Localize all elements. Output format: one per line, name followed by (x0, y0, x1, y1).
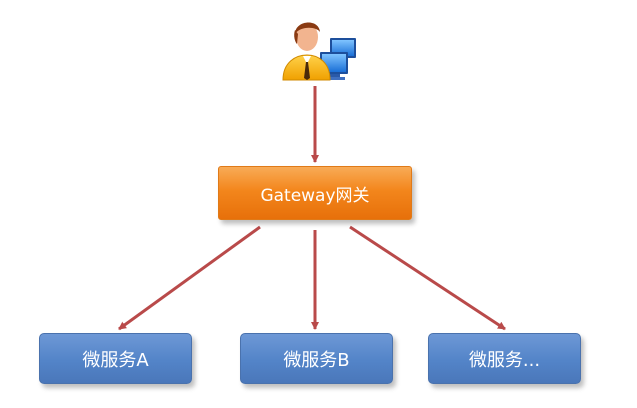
gateway-label: Gateway网关 (260, 185, 370, 206)
service-label-more: 微服务... (468, 349, 541, 371)
user-at-computer-icon (282, 22, 356, 81)
service-label-b: 微服务B (283, 349, 350, 371)
monitor-icon (320, 38, 356, 80)
service-node-more: 微服务... (428, 333, 581, 384)
service-node-b: 微服务B (240, 333, 393, 384)
service-node-a: 微服务A (39, 333, 192, 384)
arrow-gateway-to-service-c (349, 225, 506, 331)
connector-group (118, 86, 506, 331)
person-icon (282, 22, 331, 81)
arrow-gateway-to-service-a (118, 225, 261, 331)
service-label-a: 微服务A (82, 349, 149, 371)
gateway-node: Gateway网关 (218, 166, 412, 220)
